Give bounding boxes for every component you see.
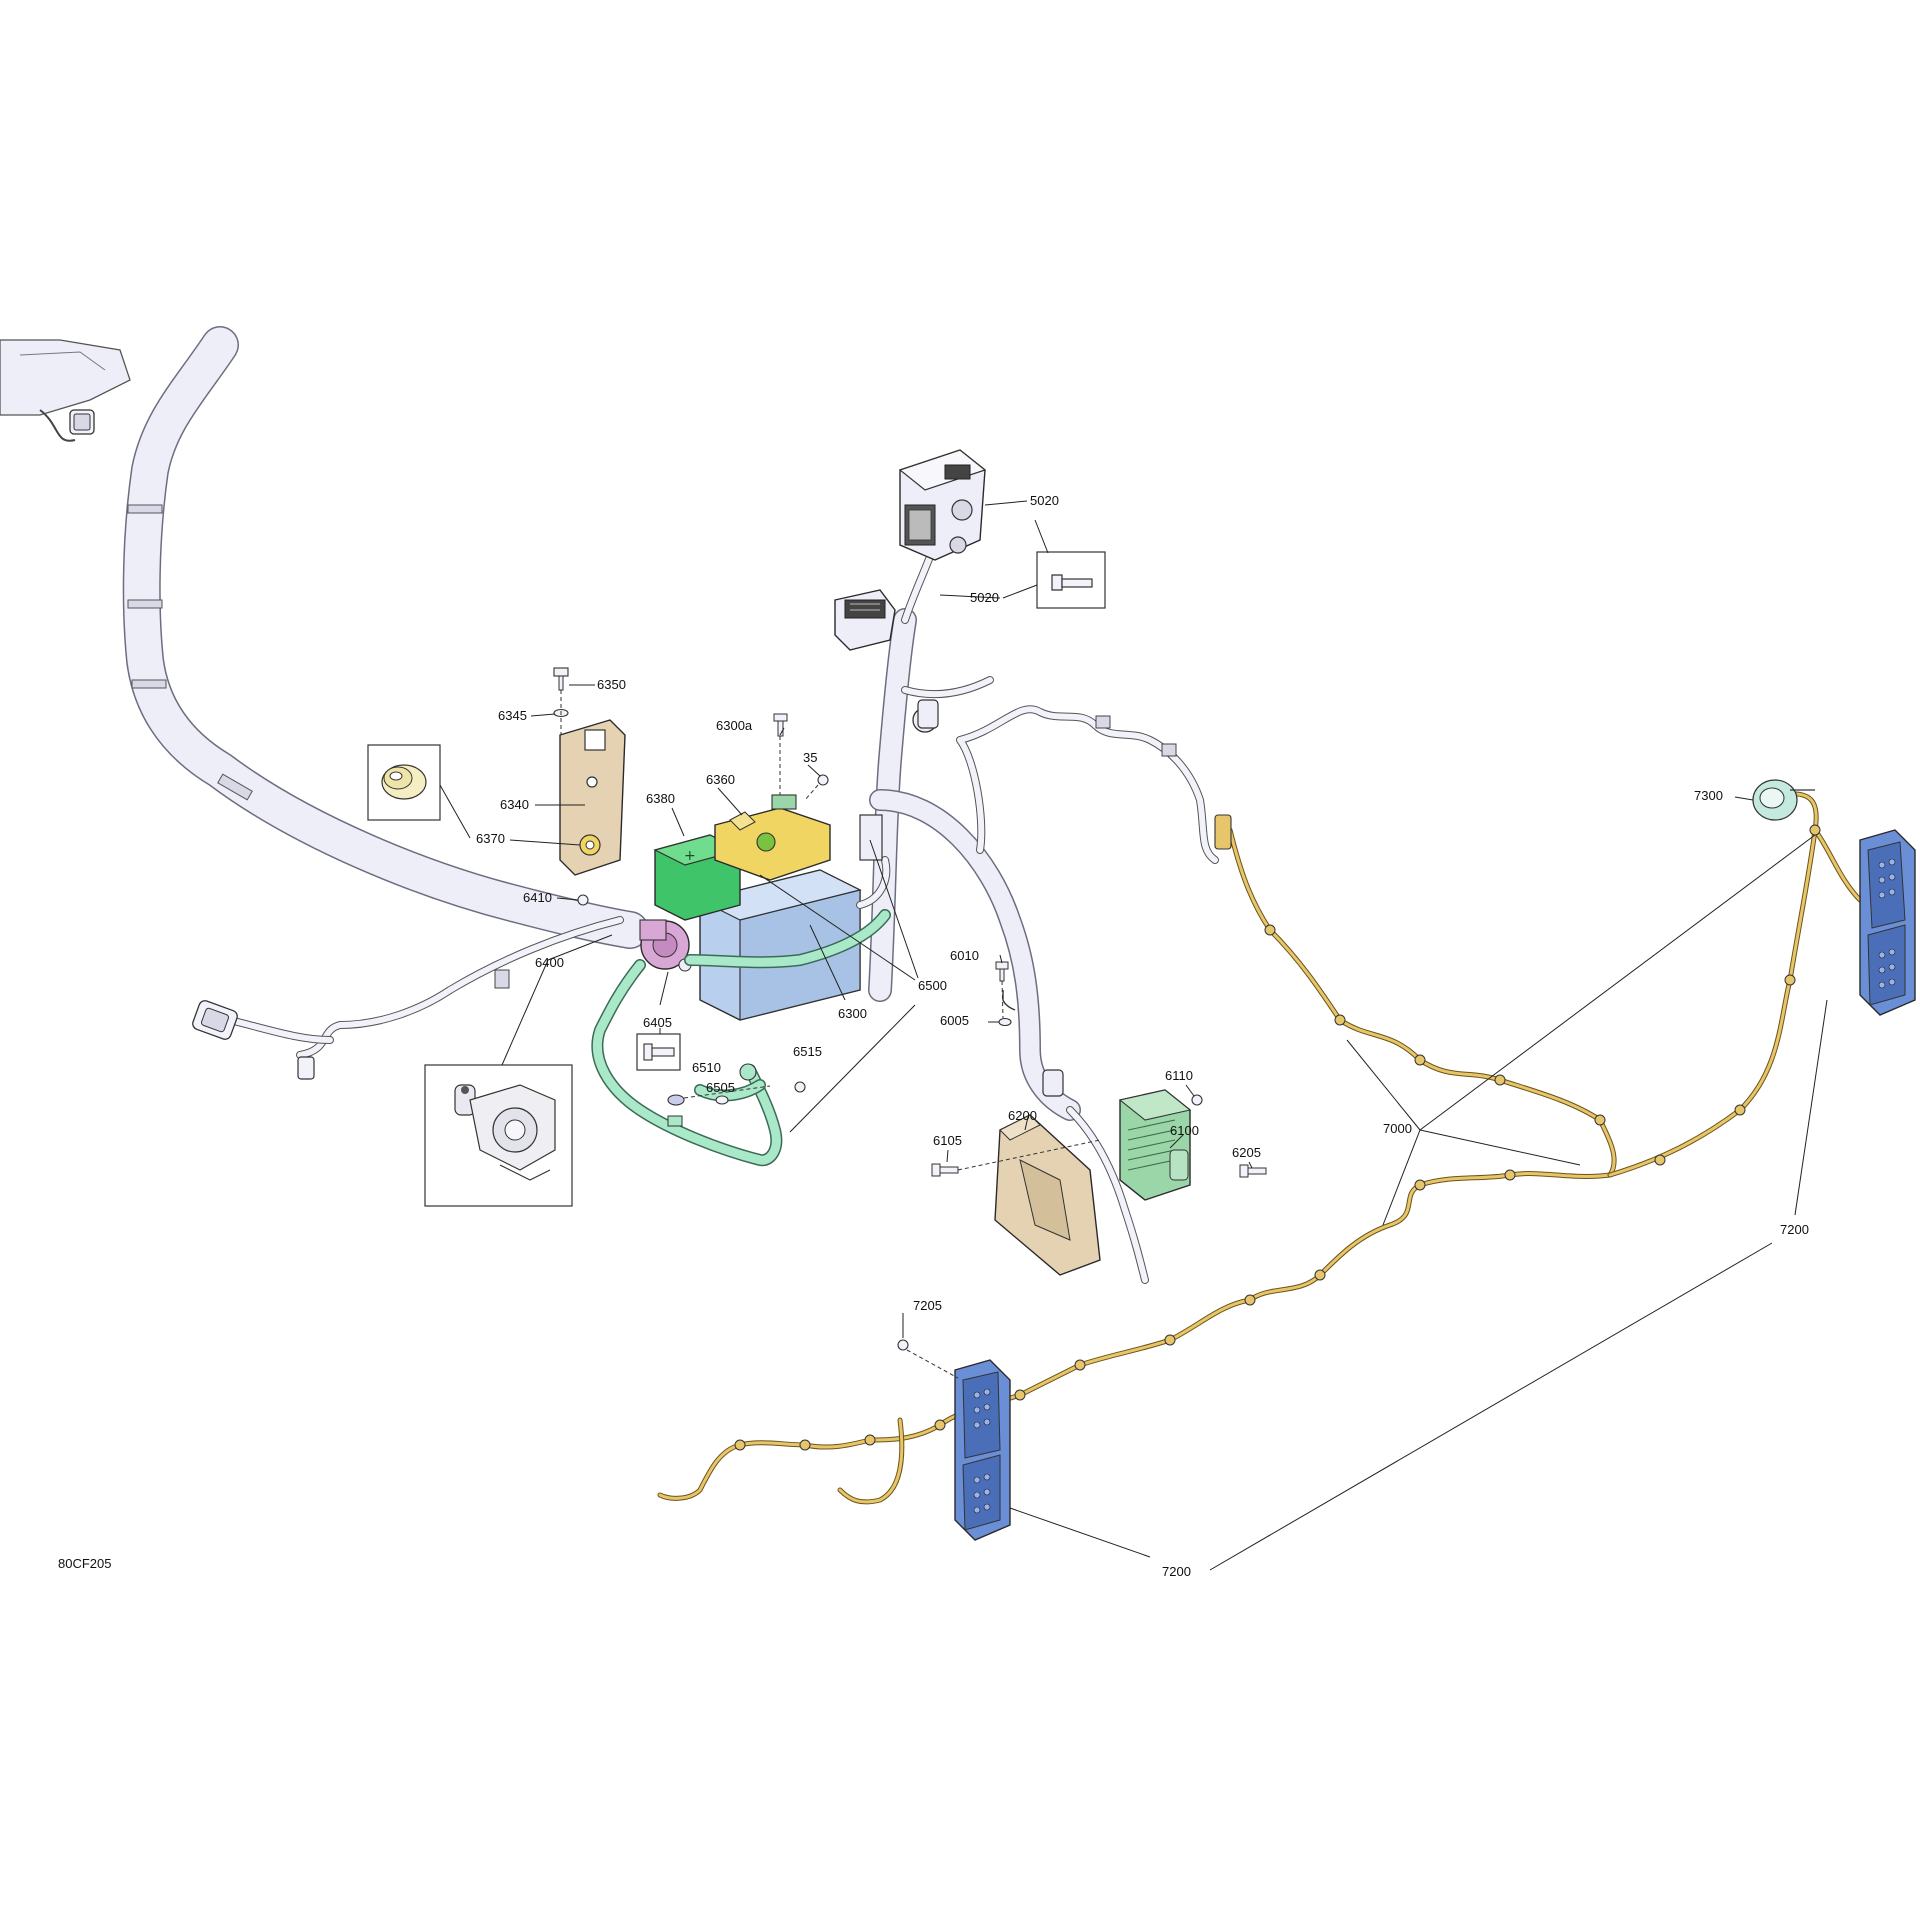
nut-6410 (577, 894, 589, 906)
callout-6110: 6110 (1165, 1068, 1193, 1083)
washer-6510 (667, 1094, 685, 1106)
callout-6405: 6405 (643, 1015, 672, 1030)
rear-harness-7000 (657, 791, 1863, 1505)
callout-6200: 6200 (1008, 1108, 1037, 1123)
callout-6300a: 6300a (716, 718, 753, 733)
screw-6350 (553, 667, 569, 691)
callout-7000: 7000 (1383, 1121, 1412, 1136)
nut-35 (817, 774, 829, 786)
callout-6380: 6380 (646, 791, 675, 806)
bolt-6105 (931, 1163, 959, 1177)
callout-6360: 6360 (706, 772, 735, 787)
callout-5020-upper: 5020 (1030, 493, 1059, 508)
callout-7205: 7205 (913, 1298, 942, 1313)
callout-6205: 6205 (1232, 1145, 1261, 1160)
screw-6010 (995, 961, 1009, 982)
main-wiring-harness (0, 326, 649, 949)
ground-cable-6500 (591, 909, 891, 1167)
regulator-support-6200 (994, 1114, 1101, 1276)
taillight-7200-left (954, 1359, 1011, 1541)
callout-6500: 6500 (918, 978, 947, 993)
callout-6515: 6515 (793, 1044, 822, 1059)
connector-5020 (834, 589, 896, 651)
bolt-6205 (1239, 1164, 1267, 1178)
washer-6005 (998, 1017, 1012, 1027)
solenoid-6400 (639, 919, 692, 972)
callout-6345: 6345 (498, 708, 527, 723)
solenoid-6400-inset (454, 1084, 556, 1181)
ring-terminal-6005-wire (1002, 990, 1016, 1011)
callout-6010: 6010 (950, 948, 979, 963)
bracket-6360 (714, 807, 831, 881)
relay-module-5020 (898, 449, 987, 561)
callout-6340: 6340 (500, 797, 529, 812)
callout-6400: 6400 (535, 955, 564, 970)
callout-7200-left: 7200 (1162, 1564, 1191, 1579)
leader-lines (439, 500, 1828, 1571)
nut-6110 (1191, 1094, 1203, 1106)
callout-7300: 7300 (1694, 788, 1723, 803)
callout-6410: 6410 (523, 890, 552, 905)
callout-7200-right: 7200 (1780, 1222, 1809, 1237)
voltage-regulator-6100 (1118, 1089, 1192, 1201)
figure-code: 80CF205 (58, 1556, 111, 1571)
left-branch-harness (192, 916, 624, 1080)
washer-6505 (715, 1095, 729, 1105)
callout-6300: 6300 (838, 1006, 867, 1021)
callout-6005: 6005 (940, 1013, 969, 1028)
callout-6100: 6100 (1170, 1123, 1199, 1138)
callout-5020-lower: 5020 (970, 590, 999, 605)
bolt-6405-inset (643, 1043, 675, 1061)
callout-6510: 6510 (692, 1060, 721, 1075)
callout-35: 35 (803, 750, 817, 765)
callout-labels: 5020 5020 6350 6345 6340 6370 6410 6400 … (476, 493, 1809, 1579)
nut-7205 (897, 1339, 909, 1351)
bolt-5020-inset (1051, 574, 1093, 591)
callout-6105: 6105 (933, 1133, 962, 1148)
taillight-7200-right (1859, 829, 1916, 1016)
switch-7300 (1752, 779, 1815, 821)
nut-6515 (794, 1081, 806, 1093)
callout-6350: 6350 (597, 677, 626, 692)
grommet-6370-inset (381, 764, 427, 800)
callout-6505: 6505 (706, 1080, 735, 1095)
svg-text:+: + (684, 848, 696, 864)
callout-6370: 6370 (476, 831, 505, 846)
bracket-6340 (559, 719, 626, 876)
